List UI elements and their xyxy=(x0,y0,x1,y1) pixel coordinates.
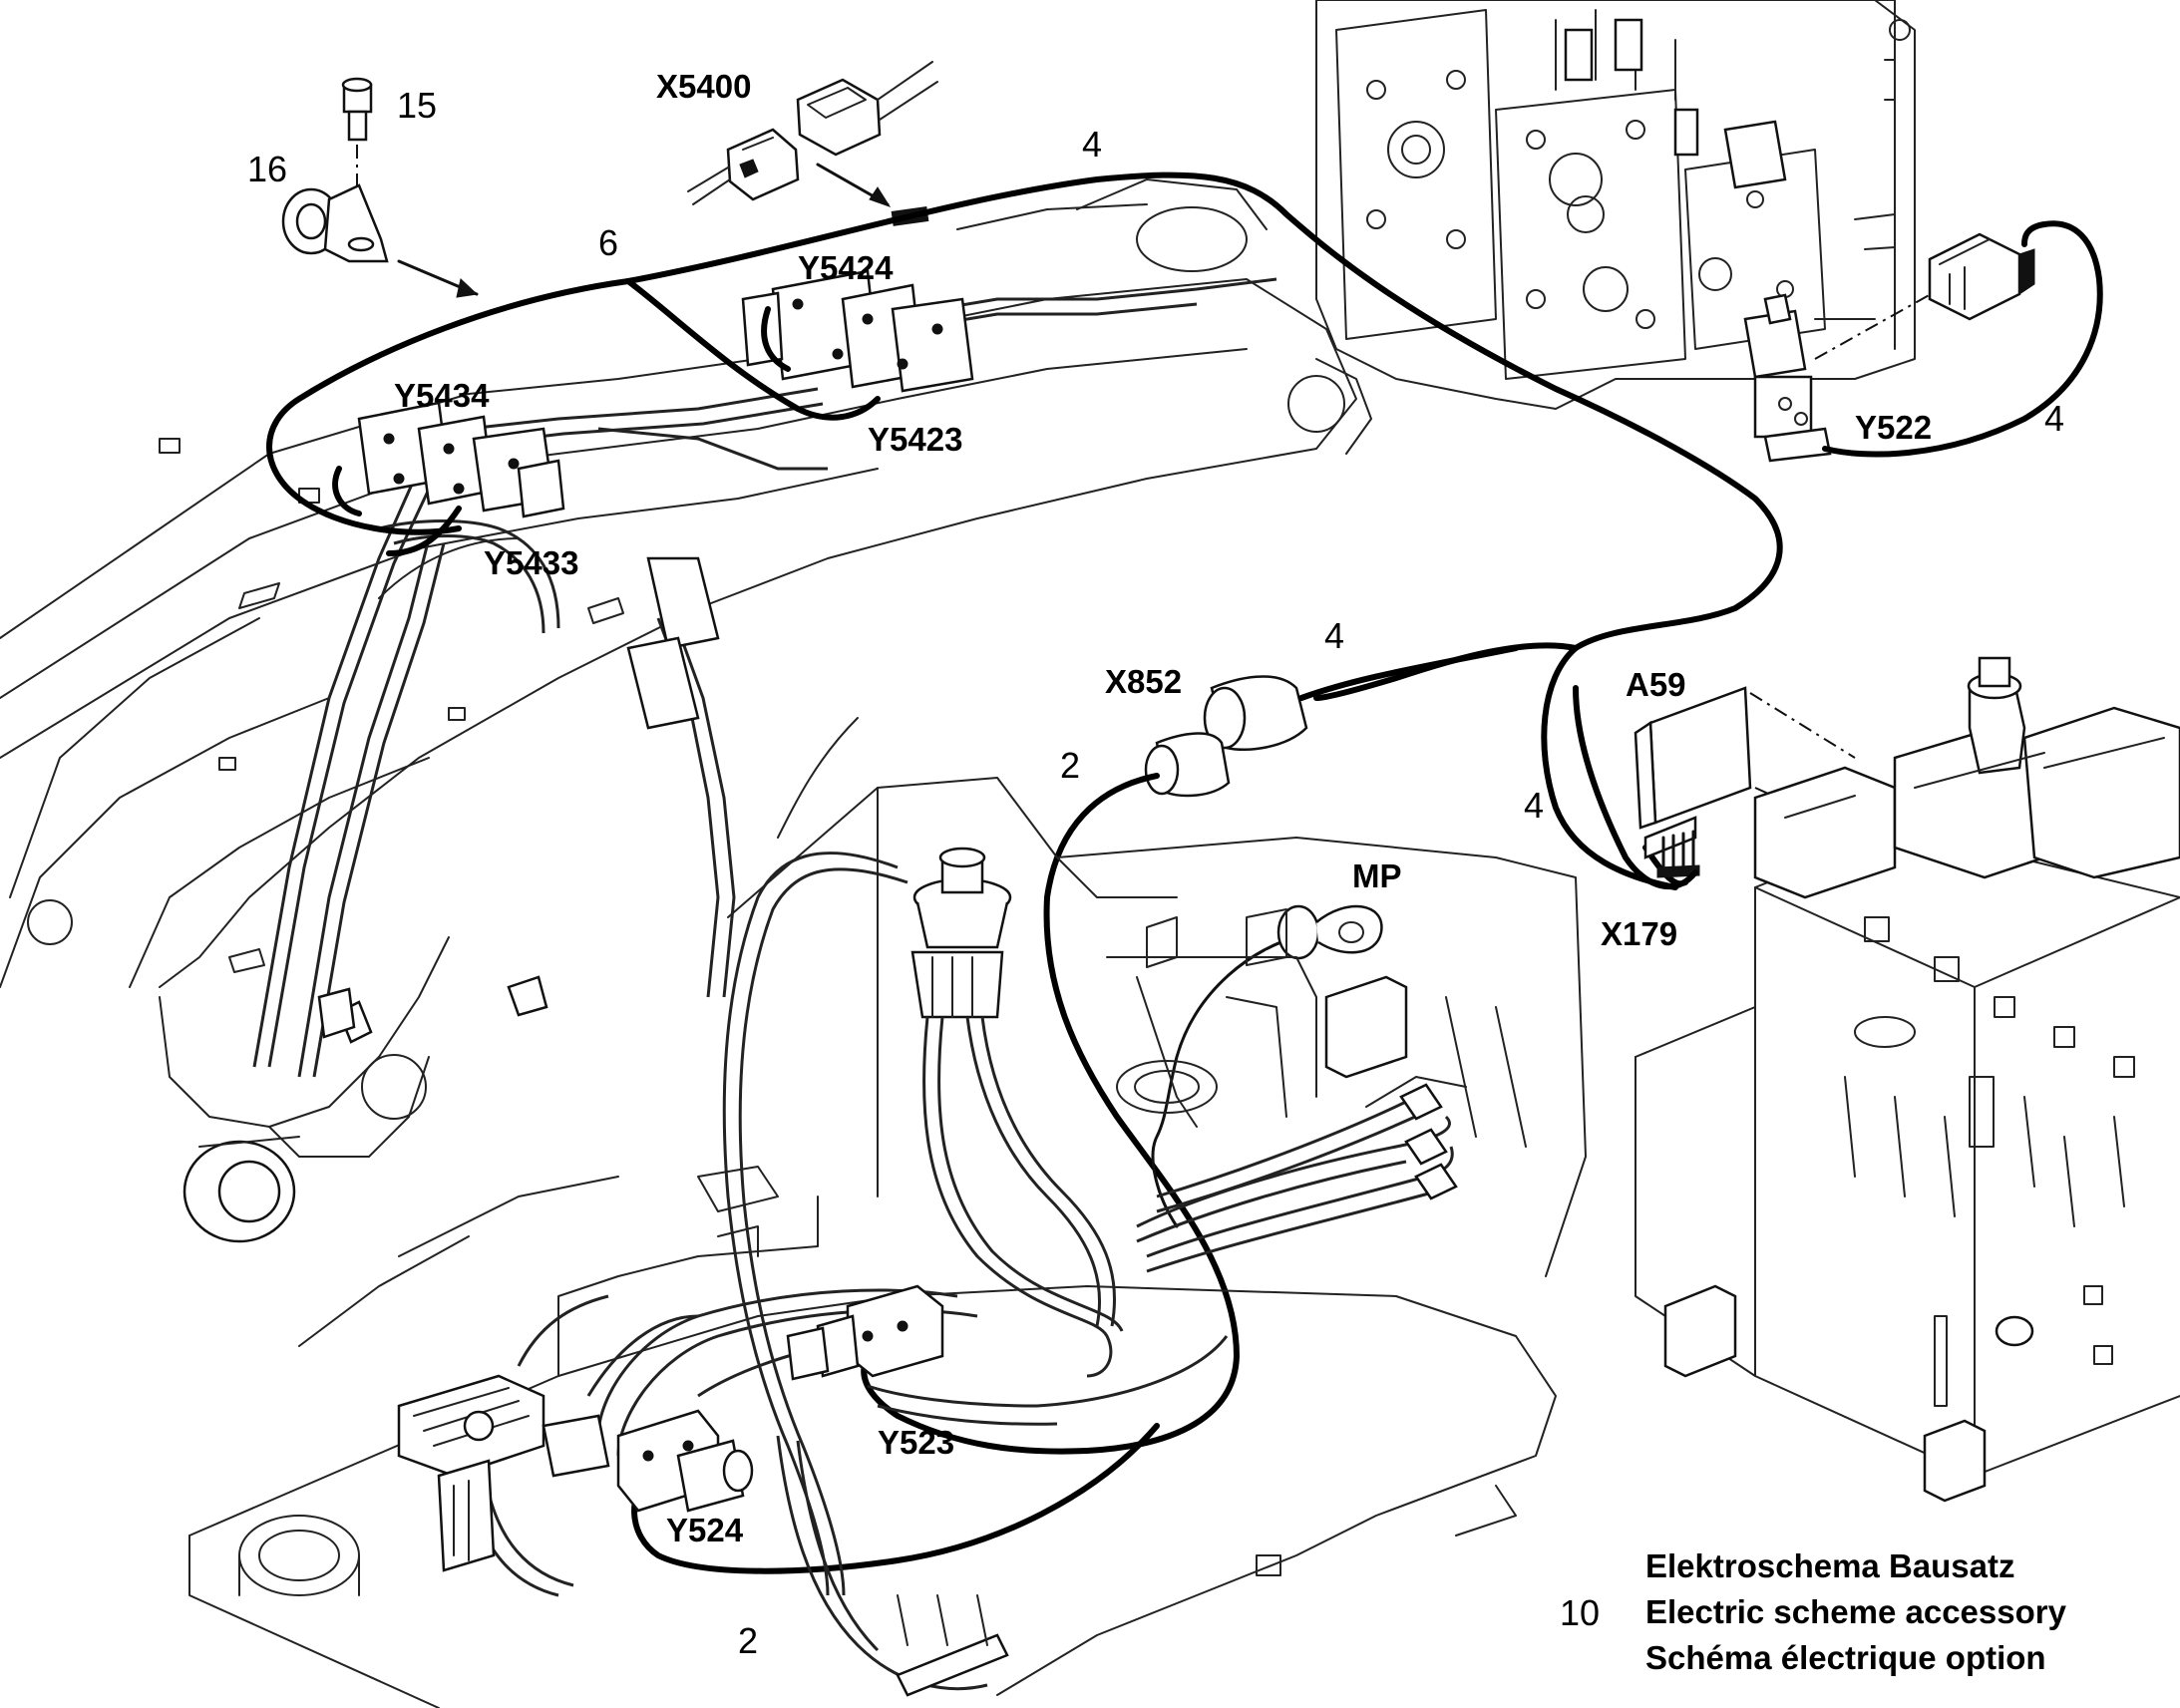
module-a59 xyxy=(1634,686,1752,859)
callout-6: 6 xyxy=(598,222,619,263)
label-y524: Y524 xyxy=(666,1512,744,1548)
leader-a59 xyxy=(1749,692,1856,759)
travel-pedal-block xyxy=(397,1374,610,1572)
label-x852: X852 xyxy=(1105,663,1183,700)
lower-frame xyxy=(188,777,1587,1708)
label-y5434: Y5434 xyxy=(394,377,490,414)
harness-2 xyxy=(631,773,1240,1574)
legend-line-en: Electric scheme accessory xyxy=(1645,1593,2066,1630)
label-x5400: X5400 xyxy=(656,68,752,105)
swivel-joint xyxy=(910,847,1012,1019)
leader-y522-plug xyxy=(1814,288,1941,360)
callout-16: 16 xyxy=(247,149,288,189)
valve-block-y523 xyxy=(786,1284,944,1381)
label-x179: X179 xyxy=(1601,915,1678,952)
solenoid-y522 xyxy=(1743,293,1832,463)
harness-4-x179 xyxy=(1573,685,1698,890)
label-mp: MP xyxy=(1352,857,1402,894)
lower-hose-bundle xyxy=(467,852,1458,1697)
control-cabinet xyxy=(1635,656,2180,1503)
label-y5433: Y5433 xyxy=(484,544,579,581)
pins-x179 xyxy=(1656,830,1700,878)
legend-text: Elektroschema Bausatz Electric scheme ac… xyxy=(1645,1543,2066,1681)
callout-15: 15 xyxy=(397,85,438,126)
boom-assembly xyxy=(0,178,1372,1243)
callout-4-lower: 4 xyxy=(1524,785,1545,826)
solenoid-block-y5424-y5423 xyxy=(741,269,974,393)
clamp-part-16 xyxy=(281,183,389,263)
arrowhead-x5400 xyxy=(869,186,892,207)
legend-number: 10 xyxy=(1560,1592,1601,1633)
harness-4-x852 xyxy=(1298,645,1519,701)
callout-2-bottom: 2 xyxy=(738,1620,759,1661)
label-y5424: Y5424 xyxy=(798,249,894,286)
legend-line-fr: Schéma électrique option xyxy=(1645,1639,2046,1676)
callout-4-top: 4 xyxy=(1082,124,1103,165)
callout-4-mid: 4 xyxy=(1324,615,1345,656)
measuring-point-mp xyxy=(1151,904,1383,1228)
harness-6 xyxy=(266,278,881,556)
label-y523: Y523 xyxy=(878,1424,955,1461)
legend-line-de: Elektroschema Bausatz xyxy=(1645,1547,2015,1584)
main-control-valve xyxy=(1315,0,1916,410)
solenoid-block-y5434-y5433 xyxy=(357,401,565,518)
connector-y522-plug xyxy=(1928,232,2035,321)
connector-x5400 xyxy=(687,61,938,205)
label-y522: Y522 xyxy=(1855,409,1933,446)
callout-2-mid: 2 xyxy=(1060,745,1081,786)
label-a59: A59 xyxy=(1626,666,1686,703)
arrowhead-16 xyxy=(456,278,479,298)
valve-block-y524 xyxy=(616,1409,754,1513)
label-y5423: Y5423 xyxy=(868,421,963,458)
screw-part-15 xyxy=(341,77,373,142)
connector-x852 xyxy=(1144,675,1308,798)
callout-4-right: 4 xyxy=(2044,398,2065,439)
